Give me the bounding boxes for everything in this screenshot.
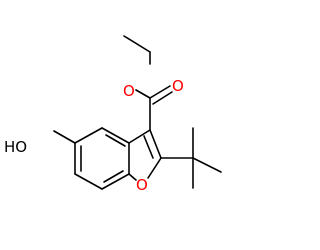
molecule-drawing: HO O O O — [4, 35, 222, 194]
bond-o1-c7a — [128, 173, 137, 181]
bond-c3a-c3 — [128, 129, 151, 144]
bond-ch2-ch3 — [123, 35, 151, 53]
bond-carbonyl-o-double — [152, 91, 173, 105]
bond-c4-c5 — [101, 127, 130, 144]
bond-quaternary-methyl-right — [192, 157, 222, 173]
bond-carbonyl-o — [149, 85, 171, 99]
ester-oxygen-label: O — [123, 82, 135, 100]
carbonyl-oxygen-label: O — [172, 77, 184, 95]
structure-diagram: HO O O O — [4, 35, 222, 194]
bond-c7a-c3a — [101, 173, 130, 190]
bond-c7a-c3a-inner — [103, 170, 124, 183]
bond-c4-c5-inner — [105, 134, 126, 147]
hydroxyl-label: HO — [4, 138, 27, 156]
bond-c3-c2 — [149, 129, 162, 159]
ring-oxygen-label: O — [136, 176, 148, 194]
bond-c2-o1 — [147, 157, 162, 179]
bond-c5-oh — [53, 130, 76, 144]
bond-carbonyl-ester-o — [135, 89, 151, 99]
bond-c7-c7a — [74, 173, 103, 190]
bond-c5-c6 — [74, 127, 103, 144]
bond-c3-c2-inner — [143, 135, 154, 159]
